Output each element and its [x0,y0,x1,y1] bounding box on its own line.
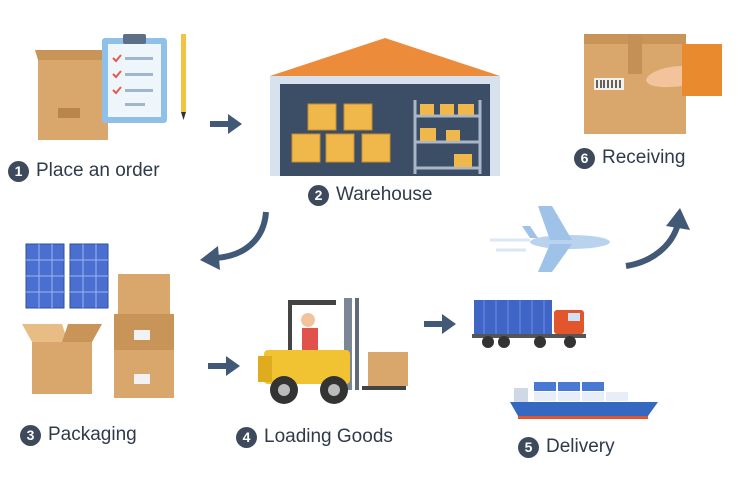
step-4-number: 4 [236,427,257,448]
step-5-text: Delivery [546,436,615,458]
curved-arrow-up-right-icon [622,206,692,270]
step-1-text: Place an order [36,160,160,182]
step-3-label: 3 Packaging [20,424,137,446]
forklift-illustration [258,290,418,408]
step-6-label: 6 Receiving [574,147,685,169]
step-6-text: Receiving [602,147,685,169]
order-illustration [30,28,200,148]
step-2-label: 2 Warehouse [308,184,432,206]
step-5-label: 5 Delivery [518,436,615,458]
step-3-text: Packaging [48,424,137,446]
step-2-number: 2 [308,185,329,206]
step-1-number: 1 [8,161,29,182]
curved-arrow-down-left-icon [196,210,274,274]
arrow-right-icon [208,356,240,376]
step-6-number: 6 [574,148,595,169]
plane-illustration [490,204,612,272]
arrow-right-icon [210,114,242,134]
ship-illustration [510,378,660,422]
step-2-text: Warehouse [336,184,432,206]
arrow-right-icon [424,314,456,334]
step-4-label: 4 Loading Goods [236,426,393,448]
step-1-label: 1 Place an order [8,160,160,182]
step-5-number: 5 [518,437,539,458]
receiving-illustration [582,28,732,136]
step-3-number: 3 [20,425,41,446]
packaging-illustration [22,244,192,404]
warehouse-illustration [270,38,500,178]
step-4-text: Loading Goods [264,426,393,448]
truck-illustration [470,298,590,350]
